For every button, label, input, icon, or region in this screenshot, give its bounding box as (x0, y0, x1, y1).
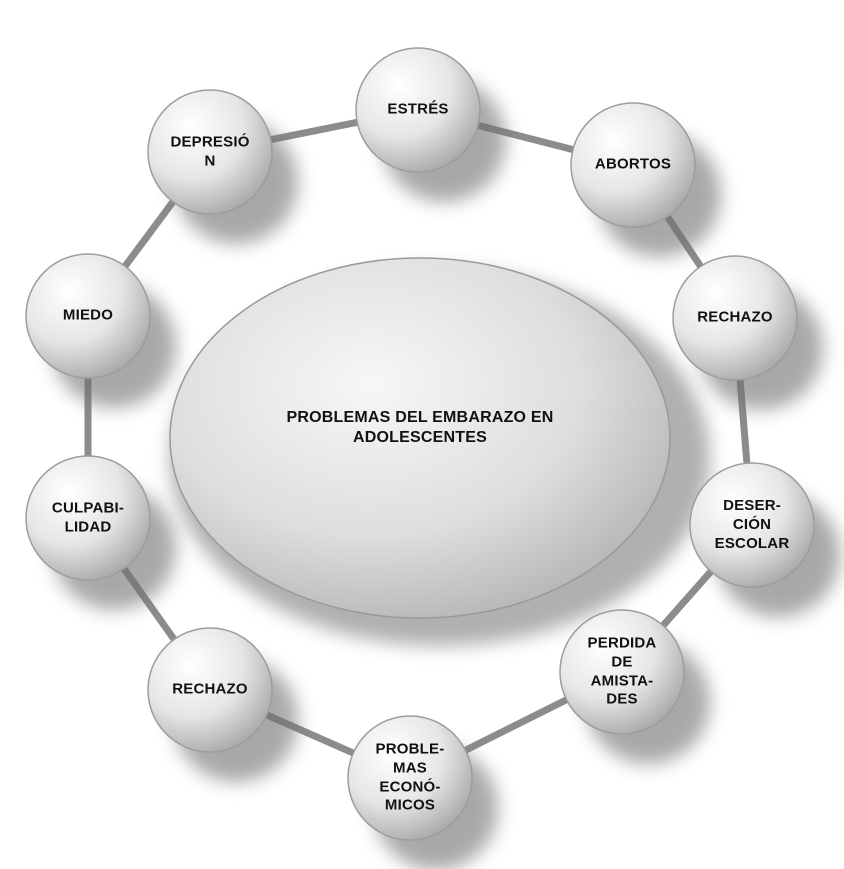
node-label-perdida-de-amistades-line: AMISTA- (588, 672, 657, 691)
node-label-depresion-line: N (170, 152, 249, 171)
node-label-miedo-line: MIEDO (63, 307, 113, 326)
node-label-rechazo-1: RECHAZO (697, 309, 773, 328)
node-label-estres-line: ESTRÉS (387, 101, 448, 120)
node-label-depresion-line: DEPRESIÓ (170, 133, 249, 152)
node-label-problemas-economicos-line: MAS (376, 759, 445, 778)
node-label-perdida-de-amistades-line: PERDIDA (588, 635, 657, 654)
node-label-perdida-de-amistades-line: DES (588, 691, 657, 710)
node-label-problemas-economicos-line: PROBLE- (376, 741, 445, 760)
node-label-desercion-escolar-line: ESCOLAR (715, 534, 790, 553)
node-label-culpabilidad-line: CULPABI- (52, 499, 124, 518)
node-label-rechazo-2-line: RECHAZO (172, 681, 248, 700)
center-title-line: ADOLESCENTES (287, 428, 554, 448)
node-label-problemas-economicos-line: ECONÓ- (376, 778, 445, 797)
node-label-culpabilidad-line: LIDAD (52, 518, 124, 537)
node-label-problemas-economicos-line: MICOS (376, 797, 445, 816)
node-label-rechazo-2: RECHAZO (172, 681, 248, 700)
node-label-abortos-line: ABORTOS (595, 156, 671, 175)
node-label-perdida-de-amistades-line: DE (588, 653, 657, 672)
node-label-abortos: ABORTOS (595, 156, 671, 175)
node-label-miedo: MIEDO (63, 307, 113, 326)
node-label-desercion-escolar-line: DESER- (715, 497, 790, 516)
center-title-line: PROBLEMAS DEL EMBARAZO EN (287, 408, 554, 428)
node-label-culpabilidad: CULPABI-LIDAD (52, 499, 124, 537)
node-label-rechazo-1-line: RECHAZO (697, 309, 773, 328)
node-label-desercion-escolar-line: CIÓN (715, 516, 790, 535)
node-label-estres: ESTRÉS (387, 101, 448, 120)
